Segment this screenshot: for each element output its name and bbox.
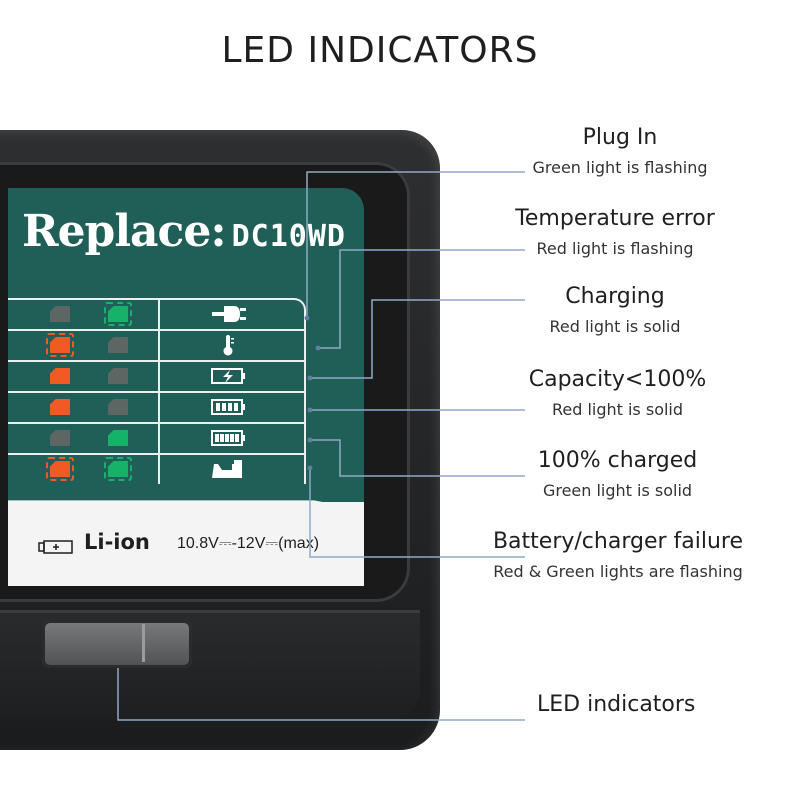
annotation-desc: Red light is solid bbox=[549, 317, 681, 336]
page-title: LED INDICATORS bbox=[221, 30, 539, 71]
plug-icon bbox=[212, 306, 246, 322]
annotation-led-indicators: LED indicators bbox=[537, 692, 696, 717]
annotation-title: Plug In bbox=[582, 125, 658, 150]
led-row-capacity bbox=[8, 393, 304, 424]
red-led bbox=[50, 368, 70, 384]
led-row-charging bbox=[8, 362, 304, 393]
annotation-failure: Battery/charger failure Red & Green ligh… bbox=[478, 529, 758, 581]
red-flash-marker bbox=[46, 333, 74, 357]
green-led bbox=[108, 399, 128, 415]
led-status-table bbox=[8, 298, 306, 484]
label-brand: Replace: bbox=[22, 206, 227, 257]
battery-fault-icon bbox=[212, 460, 242, 478]
battery-partial-icon bbox=[211, 399, 245, 415]
annotation-title: 100% charged bbox=[537, 448, 698, 473]
green-led bbox=[108, 337, 128, 353]
green-led bbox=[108, 430, 128, 446]
green-led bbox=[108, 306, 128, 322]
label-white-band bbox=[8, 502, 364, 586]
annotation-plug-in: Plug In Green light is flashing bbox=[520, 125, 720, 177]
annotation-capacity: Capacity<100% Red light is solid bbox=[515, 367, 720, 419]
annotation-desc: Red light is flashing bbox=[536, 239, 694, 258]
annotation-fully-charged: 100% charged Green light is solid bbox=[515, 448, 720, 500]
battery-full-icon bbox=[211, 430, 245, 446]
green-led bbox=[108, 368, 128, 384]
red-led bbox=[50, 461, 70, 477]
annotation-charging: Charging Red light is solid bbox=[515, 284, 715, 336]
label-model: DC10WD bbox=[231, 219, 346, 254]
led-indicator-window bbox=[42, 620, 192, 668]
annotation-title: Battery/charger failure bbox=[492, 529, 744, 554]
annotation-desc: Green light is flashing bbox=[532, 158, 708, 177]
green-flash-marker bbox=[104, 457, 132, 481]
charging-battery-icon bbox=[211, 368, 245, 384]
voltage-label: 10.8V⎓-12V⎓(max) bbox=[177, 535, 320, 552]
led-row-fully-charged bbox=[8, 424, 304, 455]
annotation-desc: Green light is solid bbox=[542, 481, 693, 500]
red-led bbox=[50, 337, 70, 353]
green-led bbox=[108, 461, 128, 477]
red-flash-marker bbox=[46, 457, 74, 481]
annotation-title: Capacity<100% bbox=[528, 367, 707, 392]
annotation-title: Charging bbox=[565, 284, 665, 309]
annotation-temperature-error: Temperature error Red light is flashing bbox=[510, 206, 720, 258]
battery-outline-icon bbox=[38, 540, 73, 554]
red-led bbox=[50, 306, 70, 322]
led-row-temperature-error bbox=[8, 331, 304, 362]
red-led bbox=[50, 399, 70, 415]
green-flash-marker bbox=[104, 302, 132, 326]
led-row-failure bbox=[8, 455, 304, 484]
annotation-desc: Red light is solid bbox=[551, 400, 684, 419]
annotation-title: Temperature error bbox=[515, 206, 715, 231]
label-title: Replace:DC10WD bbox=[22, 206, 346, 257]
led-row-plug-in bbox=[8, 300, 304, 331]
thermometer-icon bbox=[223, 335, 234, 356]
red-led bbox=[50, 430, 70, 446]
chemistry-label: Li-ion bbox=[84, 530, 150, 554]
annotation-desc: Red & Green lights are flashing bbox=[493, 562, 743, 581]
